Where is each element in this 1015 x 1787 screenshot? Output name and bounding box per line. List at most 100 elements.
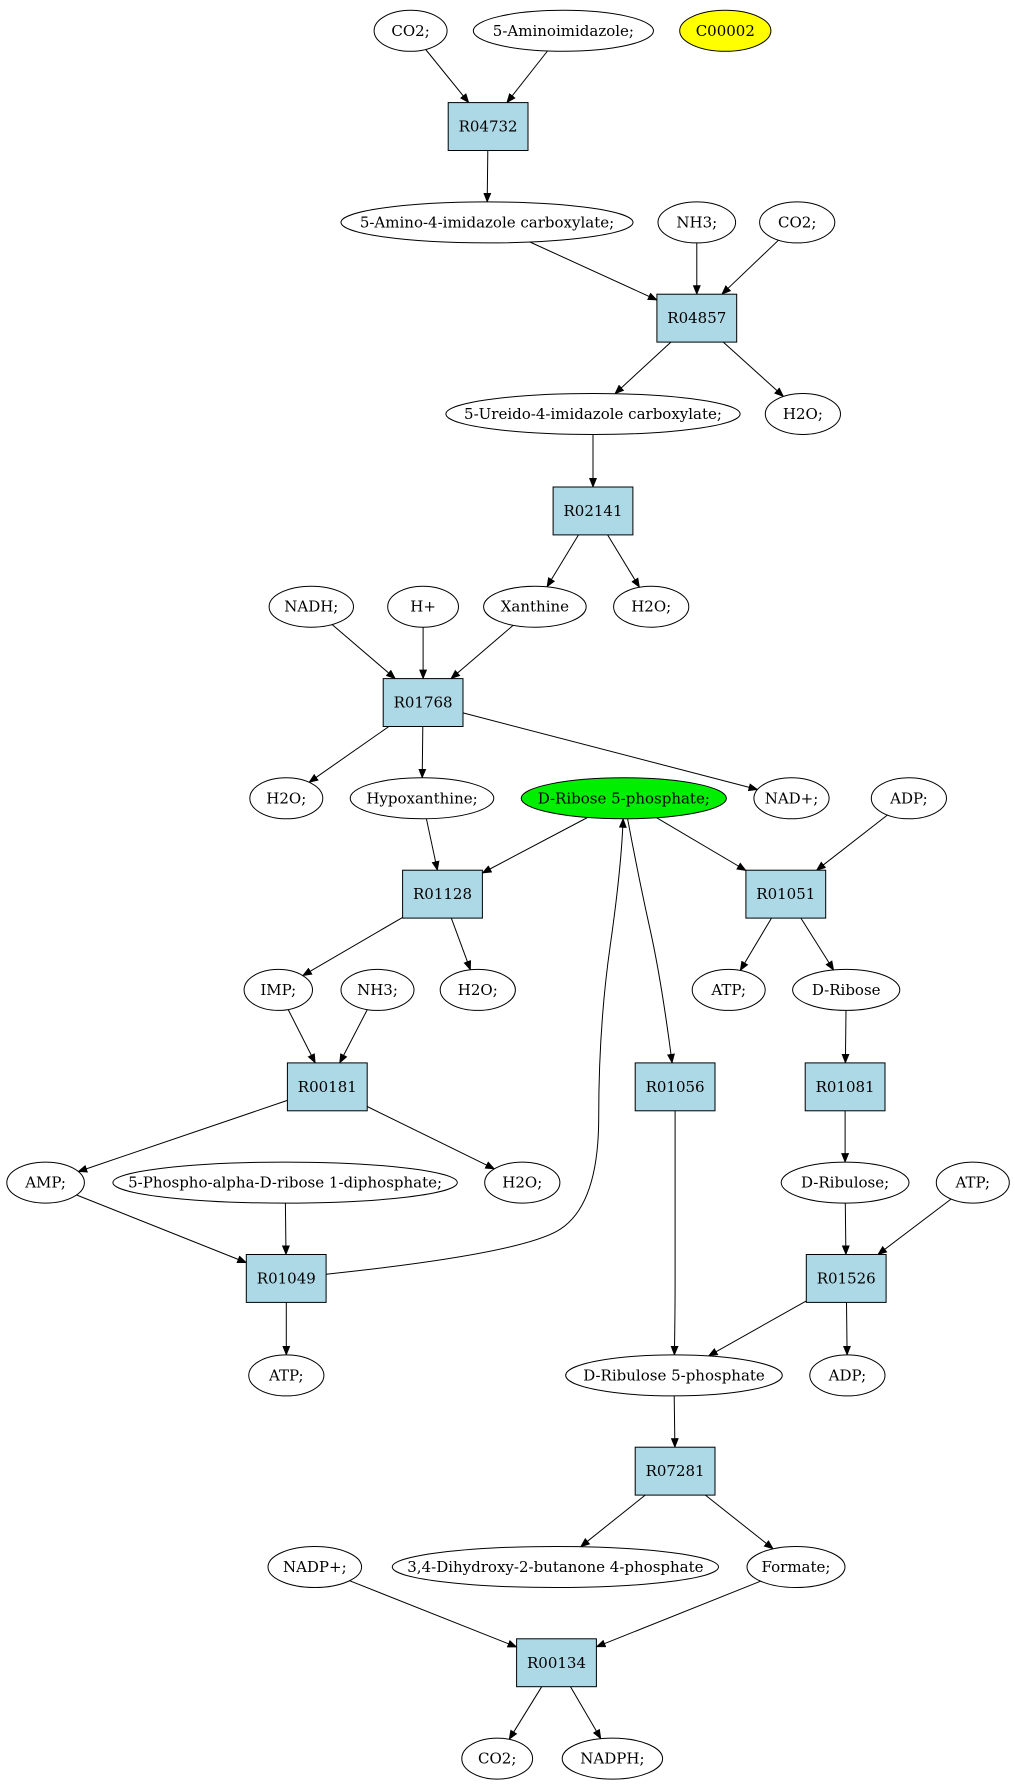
compound-node-atp-c[interactable]: ATP; — [248, 1354, 325, 1397]
compound-node-nadpplus[interactable]: NADP+; — [267, 1546, 363, 1588]
reaction-node-r01049[interactable]: R01049 — [245, 1254, 327, 1303]
compound-ellipse — [613, 585, 690, 628]
compound-node-co2-a[interactable]: CO2; — [373, 9, 448, 52]
compound-node-dhbp[interactable]: 3,4-Dihydroxy-2-butanone 4-phosphate — [391, 1546, 720, 1588]
compound-ellipse — [461, 1737, 534, 1780]
compound-node-h2o-d[interactable]: H2O; — [439, 968, 516, 1011]
compound-label: CO2; — [391, 22, 429, 40]
compound-ellipse — [520, 777, 727, 820]
compound-ellipse — [870, 777, 948, 820]
compound-node-hplus[interactable]: H+ — [387, 585, 460, 628]
compound-node-h2o-e[interactable]: H2O; — [484, 1161, 561, 1204]
reaction-node-r01056[interactable]: R01056 — [634, 1062, 716, 1112]
reaction-node-r02141[interactable]: R02141 — [552, 486, 634, 536]
reaction-node-r01081[interactable]: R01081 — [804, 1062, 886, 1112]
edge-c-co2-a-to-r04732 — [425, 49, 470, 104]
compound-label: NADPH; — [580, 1750, 644, 1768]
compound-label: CO2; — [778, 213, 816, 231]
edge-c-xanthine-to-r01768 — [450, 624, 514, 680]
reaction-box — [402, 869, 483, 919]
reaction-box — [634, 1446, 716, 1496]
reaction-label: R02141 — [563, 502, 622, 520]
reaction-label: R01056 — [646, 1078, 705, 1096]
edge-r04732-to-c-aic — [483, 150, 492, 203]
compound-node-dribulose[interactable]: D-Ribulose; — [780, 1161, 910, 1204]
edge-r07281-to-c-formate — [705, 1494, 774, 1550]
compound-label: H2O; — [266, 789, 306, 807]
compound-ellipse — [759, 201, 836, 244]
compound-node-h2o-a[interactable]: H2O; — [764, 393, 842, 435]
compound-label: 5-Phospho-alpha-D-ribose 1-diphosphate; — [128, 1174, 442, 1192]
compound-ellipse — [268, 585, 354, 628]
compound-node-xanthine[interactable]: Xanthine — [483, 585, 587, 628]
edge-c-r5p-to-r01128 — [481, 817, 588, 874]
compound-node-ru5p[interactable]: D-Ribulose 5-phosphate — [565, 1354, 783, 1397]
compound-node-adp-b[interactable]: ADP; — [809, 1354, 886, 1397]
compound-node-nh3-b[interactable]: NH3; — [340, 968, 415, 1011]
node-layer: CO2; 5-Aminoimidazole; C00002 5-Amino-4-imi… — [6, 9, 1010, 1780]
reaction-node-r01526[interactable]: R01526 — [805, 1254, 887, 1303]
compound-node-c00002[interactable]: C00002 — [679, 9, 772, 52]
compound-node-h2o-b[interactable]: H2O; — [613, 585, 690, 628]
edge-r00134-to-c-nadph — [570, 1686, 602, 1740]
compound-node-nh3-a[interactable]: NH3; — [657, 201, 737, 244]
reaction-node-r01768[interactable]: R01768 — [382, 678, 464, 727]
compound-node-dribose[interactable]: D-Ribose — [792, 968, 901, 1011]
compound-ellipse — [764, 393, 842, 435]
compound-node-aic[interactable]: 5-Amino-4-imidazole carboxylate; — [340, 201, 634, 244]
compound-ellipse — [483, 585, 587, 628]
compound-ellipse — [484, 1161, 561, 1204]
edge-r02141-to-c-h2o-b — [607, 534, 640, 589]
reaction-box — [552, 486, 634, 536]
edge-c-co2-b-to-r04857 — [721, 239, 779, 295]
compound-node-adp-a[interactable]: ADP; — [870, 777, 948, 820]
reaction-node-r01128[interactable]: R01128 — [402, 869, 483, 919]
edge-r01768-to-c-nadplus — [462, 712, 759, 792]
compound-node-co2-c[interactable]: CO2; — [461, 1737, 534, 1780]
compound-node-formate[interactable]: Formate; — [746, 1546, 846, 1588]
compound-node-imp[interactable]: IMP; — [243, 968, 313, 1011]
compound-label: NH3; — [357, 981, 398, 999]
reaction-node-r01051[interactable]: R01051 — [745, 869, 827, 919]
compound-node-co2-b[interactable]: CO2; — [759, 201, 836, 244]
compound-node-prpp[interactable]: 5-Phospho-alpha-D-ribose 1-diphosphate; — [112, 1161, 458, 1204]
reaction-box — [745, 869, 827, 919]
edge-c-aminoimidazole-to-r04732 — [506, 50, 548, 104]
compound-node-nadplus[interactable]: NAD+; — [753, 777, 830, 820]
compound-node-hypoxanthine[interactable]: Hypoxanthine; — [349, 777, 495, 820]
reaction-label: R01526 — [817, 1269, 876, 1287]
reaction-label: R00134 — [527, 1654, 586, 1672]
compound-node-amp[interactable]: AMP; — [6, 1161, 85, 1204]
compound-ellipse — [267, 1546, 363, 1588]
edge-c-dribulose-to-r01526 — [841, 1203, 850, 1256]
edge-c-imp-to-r00181 — [287, 1009, 316, 1064]
compound-node-atp-b[interactable]: ATP; — [935, 1161, 1010, 1204]
reaction-box — [634, 1062, 716, 1112]
edge-r01128-to-c-h2o-d — [450, 917, 472, 971]
compound-ellipse — [657, 201, 737, 244]
compound-ellipse — [809, 1354, 886, 1397]
reaction-node-r04732[interactable]: R04732 — [447, 102, 529, 151]
reaction-node-r07281[interactable]: R07281 — [634, 1446, 716, 1496]
reaction-node-r00134[interactable]: R00134 — [516, 1638, 597, 1688]
compound-label: ADP; — [889, 789, 927, 807]
edge-c-dribose-to-r01081 — [841, 1010, 850, 1064]
compound-label: 5-Amino-4-imidazole carboxylate; — [360, 213, 614, 231]
compound-node-r5p[interactable]: D-Ribose 5-phosphate; — [520, 777, 727, 820]
reaction-node-r00181[interactable]: R00181 — [286, 1062, 368, 1112]
compound-label: NADH; — [284, 598, 338, 616]
compound-node-nadph[interactable]: NADPH; — [561, 1737, 664, 1780]
compound-node-aminoimidazole[interactable]: 5-Aminoimidazole; — [472, 9, 655, 52]
compound-ellipse — [6, 1161, 85, 1204]
compound-node-h2o-c[interactable]: H2O; — [249, 777, 324, 820]
compound-node-nadh[interactable]: NADH; — [268, 585, 354, 628]
edge-r04857-to-c-h2o-a — [722, 341, 785, 398]
reaction-node-r04857[interactable]: R04857 — [656, 293, 738, 343]
compound-node-uic[interactable]: 5-Ureido-4-imidazole carboxylate; — [445, 393, 741, 435]
compound-ellipse — [340, 968, 415, 1011]
edge-c-atp-b-to-r01526 — [877, 1198, 952, 1256]
compound-node-atp-a[interactable]: ATP; — [691, 968, 766, 1011]
reaction-box — [656, 293, 738, 343]
compound-label: Xanthine — [501, 598, 569, 616]
compound-ellipse — [780, 1161, 910, 1204]
